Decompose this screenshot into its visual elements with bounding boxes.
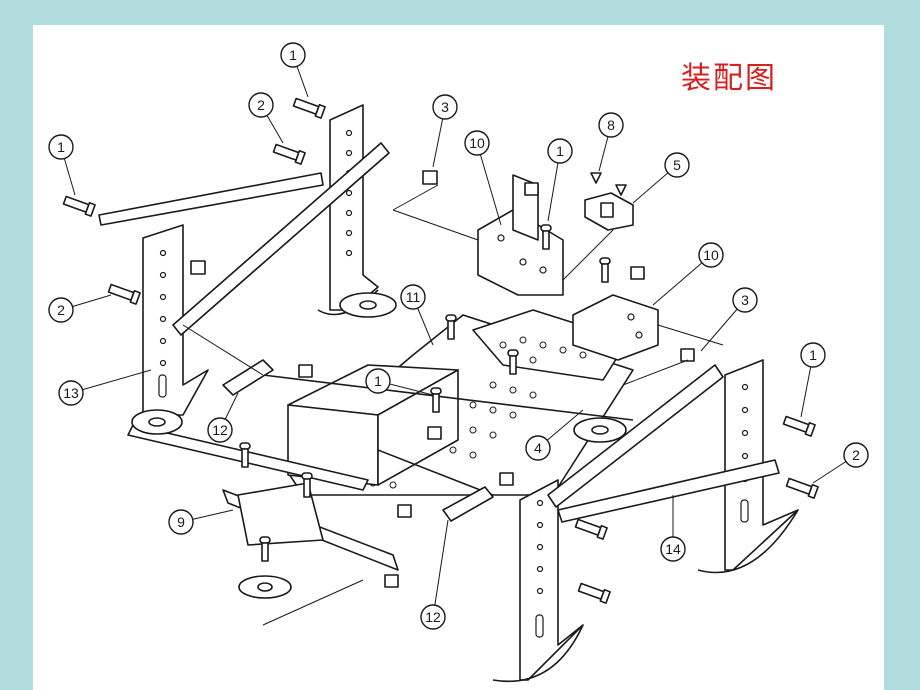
callout-bubble — [464, 130, 490, 156]
callout-c10a: 10 — [464, 130, 502, 226]
front-left-upright — [142, 224, 209, 416]
callout-c8: 8 — [598, 112, 624, 172]
assembly-lines — [182, 184, 724, 626]
drawing-title: 装配图 — [681, 61, 777, 96]
callout-c2c: 2 — [812, 442, 869, 484]
callout-bubble — [280, 42, 306, 68]
callout-label: 1 — [809, 347, 817, 363]
callout-c12a: 12 — [207, 392, 239, 443]
callout-leader — [652, 254, 712, 306]
callout-c14: 14 — [660, 495, 686, 562]
callout-c13: 13 — [58, 369, 152, 406]
callout-c1a: 1 — [280, 42, 309, 98]
callout-c9: 9 — [168, 509, 234, 535]
callout-bubble — [207, 417, 233, 443]
callout-bubble — [800, 342, 826, 368]
screws — [62, 97, 819, 604]
callout-c1c: 1 — [48, 134, 76, 196]
callout-c1d: 1 — [800, 342, 826, 418]
callout-bubble — [48, 297, 74, 323]
right-bars — [547, 364, 780, 523]
callout-c1b: 1 — [547, 138, 573, 222]
callout-c5: 5 — [632, 152, 690, 204]
callout-label: 4 — [534, 440, 542, 456]
rear-left-upright — [317, 104, 379, 316]
drawing-sheet: 装配图 — [33, 25, 884, 690]
callout-bubble — [420, 604, 446, 630]
callout-c11: 11 — [400, 284, 434, 346]
callout-bubble — [400, 284, 426, 310]
callout-bubble — [547, 138, 573, 164]
callout-c10b: 10 — [652, 242, 724, 306]
callout-label: 2 — [57, 302, 65, 318]
callout-label: 10 — [703, 247, 719, 263]
callout-label: 12 — [212, 422, 228, 438]
callout-label: 1 — [556, 143, 564, 159]
callout-c12b: 12 — [420, 519, 449, 630]
callout-label: 1 — [289, 47, 297, 63]
callout-c2b: 2 — [48, 294, 112, 323]
callout-bubble — [598, 112, 624, 138]
callout-bubble — [168, 509, 194, 535]
switch-5 — [584, 192, 634, 231]
callout-leader — [70, 369, 152, 394]
callout-label: 1 — [57, 139, 65, 155]
callout-c1e: 1 — [365, 368, 434, 396]
right-front-upright — [492, 479, 584, 683]
callout-bubble — [525, 435, 551, 461]
callout-label: 2 — [852, 447, 860, 463]
callout-label: 9 — [177, 514, 185, 530]
callout-c3a: 3 — [432, 94, 458, 168]
callout-label: 10 — [469, 135, 485, 151]
callout-bubble — [660, 536, 686, 562]
callout-label: 3 — [441, 99, 449, 115]
callout-label: 12 — [425, 609, 441, 625]
square-nuts — [190, 170, 695, 588]
callout-bubble — [48, 134, 74, 160]
callout-bubble — [248, 92, 274, 118]
callout-bubble — [843, 442, 869, 468]
callout-c4: 4 — [525, 409, 584, 461]
callout-label: 2 — [257, 97, 265, 113]
linkage-plates — [222, 359, 494, 522]
callout-label: 8 — [607, 117, 615, 133]
callout-c3b: 3 — [700, 287, 758, 352]
callout-label: 3 — [741, 292, 749, 308]
callout-label: 5 — [673, 157, 681, 173]
bracket-10-rear — [477, 174, 564, 296]
bracket-10-right — [572, 294, 659, 361]
callout-leader — [476, 142, 502, 226]
callout-bubble — [664, 152, 690, 178]
callout-label: 1 — [374, 373, 382, 389]
callout-bubble — [58, 380, 84, 406]
callout-label: 11 — [406, 289, 421, 305]
left-upper-bars — [98, 142, 390, 336]
callout-label: 14 — [665, 541, 681, 557]
callout-leader — [432, 519, 449, 618]
callout-bubble — [432, 94, 458, 120]
wheels — [131, 292, 627, 599]
callout-label: 13 — [63, 385, 79, 401]
callout-bubble — [732, 287, 758, 313]
callout-bubble — [698, 242, 724, 268]
callout-bubble — [365, 368, 391, 394]
callout-c2a: 2 — [248, 92, 284, 144]
